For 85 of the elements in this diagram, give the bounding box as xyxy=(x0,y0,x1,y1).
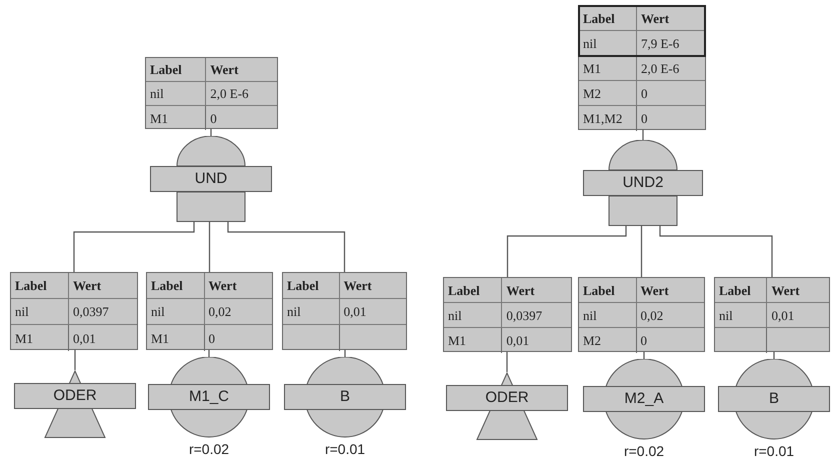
table-header: Label xyxy=(444,278,502,303)
table-header: Wert xyxy=(636,278,704,303)
table-cell: 0,02 xyxy=(636,303,704,328)
gate-label: ODER xyxy=(14,383,136,409)
table-header: Label xyxy=(11,273,69,299)
table-cell: nil xyxy=(283,299,340,325)
value-table xyxy=(578,5,706,130)
value-table xyxy=(714,277,830,352)
table-cell: nil xyxy=(444,303,502,328)
table-header: Label xyxy=(579,6,637,31)
gate-label: M1_C xyxy=(148,384,270,410)
gate-label: B xyxy=(718,386,830,412)
table-header: Label xyxy=(146,58,206,82)
table-cell: 0,0397 xyxy=(68,299,137,325)
gate-label: ODER xyxy=(446,385,568,411)
table-header: Wert xyxy=(636,6,705,31)
table-cell: 2,0 E-6 xyxy=(206,82,277,106)
basic-event xyxy=(583,359,705,440)
table-cell: M1,M2 xyxy=(579,106,637,131)
table-cell-text: 0,01 xyxy=(505,332,530,350)
gate-label: B xyxy=(284,384,406,410)
rate-label: r=0.02 xyxy=(188,442,230,456)
connector-line xyxy=(506,352,508,372)
rate-label: r=0.01 xyxy=(752,444,796,458)
table-cell: M1 xyxy=(444,328,502,353)
rate-label: r=0.02 xyxy=(622,444,666,458)
connector-line xyxy=(73,222,195,272)
table-cell: 0,0397 xyxy=(502,303,571,328)
table-cell-text: 0 xyxy=(209,110,218,128)
connector-line xyxy=(506,226,627,277)
or-gate xyxy=(446,372,568,440)
table-header: Label xyxy=(147,273,204,299)
table-cell: nil xyxy=(147,299,204,325)
and-gate xyxy=(150,136,272,222)
table-cell: nil xyxy=(11,299,69,325)
table-cell: M1 xyxy=(579,56,637,81)
table-cell-text: 0,01 xyxy=(72,330,97,348)
gate-label: M2_A xyxy=(583,386,705,412)
table-cell: 2,0 E-6 xyxy=(636,56,705,81)
basic-event xyxy=(718,359,830,440)
or-gate xyxy=(14,370,136,438)
table-cell: 0,01 xyxy=(340,299,406,325)
value-table xyxy=(10,272,138,350)
connector-line xyxy=(642,130,644,140)
rate-label: r=0.01 xyxy=(324,442,366,456)
value-table xyxy=(578,277,705,352)
table-cell: M1 xyxy=(147,325,204,351)
table-cell: M2 xyxy=(579,328,636,353)
table-cell: M2 xyxy=(579,81,637,106)
table-cell-text: 0 xyxy=(640,332,648,350)
connector-line xyxy=(74,350,76,370)
table-cell: 0,01 xyxy=(767,303,829,328)
table-header: Label xyxy=(579,278,636,303)
table-header: Wert xyxy=(502,278,571,303)
table-cell: 0,02 xyxy=(204,299,272,325)
basic-event xyxy=(284,357,406,438)
value-table xyxy=(282,272,407,350)
value-table xyxy=(146,272,273,350)
table-cell: nil xyxy=(715,303,768,328)
table-cell-text: 0 xyxy=(208,330,216,348)
table-cell: 0 xyxy=(636,81,705,106)
table-cell-text: 0 xyxy=(640,110,648,128)
value-table xyxy=(145,57,278,129)
connector-line xyxy=(227,222,346,272)
value-table xyxy=(443,277,572,352)
table-header: Label xyxy=(283,273,340,299)
table-header: Wert xyxy=(767,278,829,303)
connector-line xyxy=(659,226,773,277)
table-header: Label xyxy=(715,278,768,303)
basic-event xyxy=(148,357,270,438)
and-gate xyxy=(583,140,703,226)
table-cell: 7,9 E-6 xyxy=(636,31,705,56)
table-header: Wert xyxy=(206,58,277,82)
table-header: Wert xyxy=(68,273,137,299)
table-cell: M1 xyxy=(11,325,69,351)
gate-label: UND2 xyxy=(583,170,703,196)
gate-label: UND xyxy=(150,166,272,192)
table-header: Wert xyxy=(340,273,406,299)
table-header: Wert xyxy=(204,273,272,299)
table-cell: nil xyxy=(146,82,206,106)
table-cell: nil xyxy=(579,31,637,56)
connector-line xyxy=(640,226,642,277)
connector-line xyxy=(208,222,210,272)
table-cell: nil xyxy=(579,303,636,328)
table-cell: M1 xyxy=(146,106,206,130)
